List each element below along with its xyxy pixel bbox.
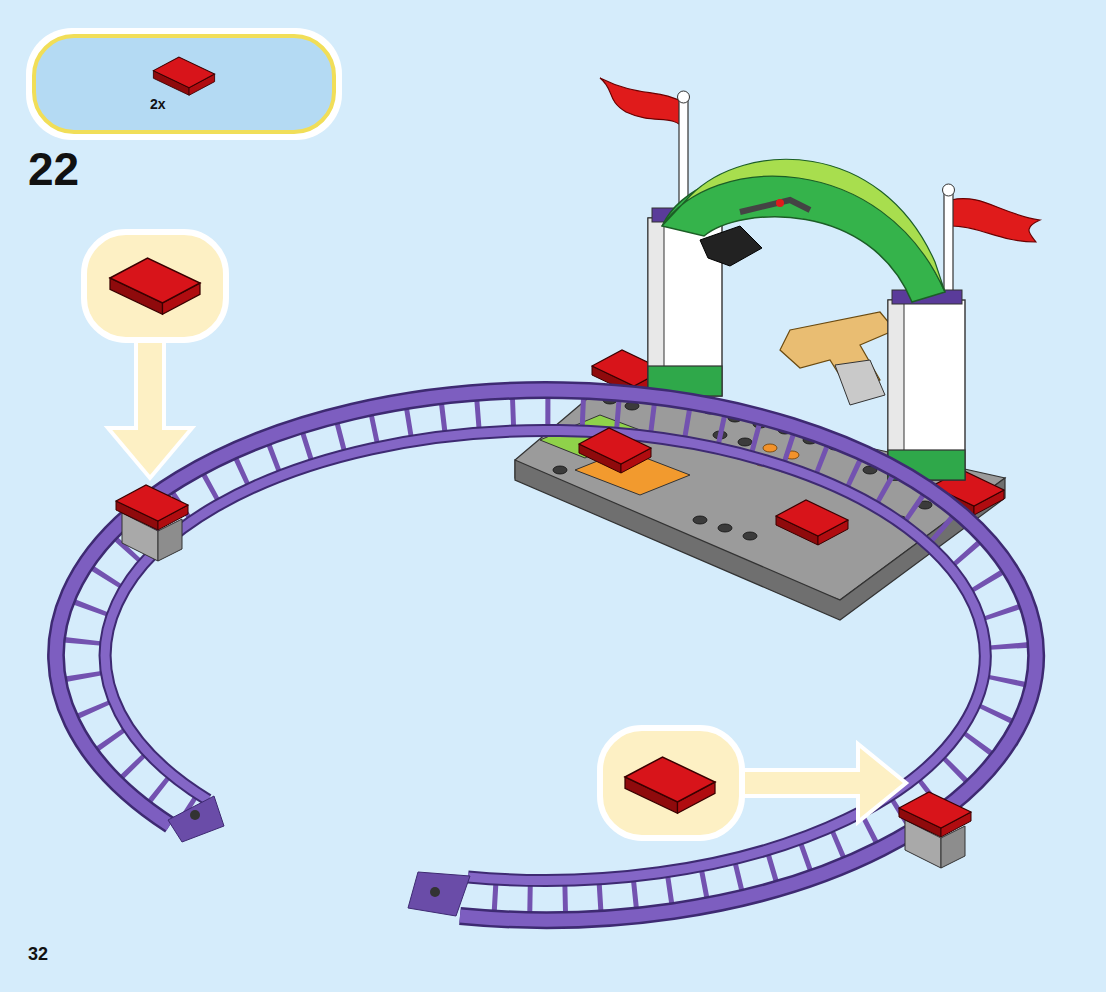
- parts-box: [34, 36, 334, 132]
- part-count: 2x: [150, 96, 166, 112]
- purple-track: [56, 390, 1036, 920]
- step-number: 22: [28, 146, 79, 192]
- page-number: 32: [28, 945, 48, 963]
- parts-box-frame: [26, 28, 342, 140]
- arch-pillar: [888, 300, 965, 480]
- parts-callout: 2x: [34, 36, 334, 132]
- placement-callout: [600, 728, 906, 838]
- red-tile-part: [153, 57, 214, 95]
- placement-callout: [84, 232, 226, 478]
